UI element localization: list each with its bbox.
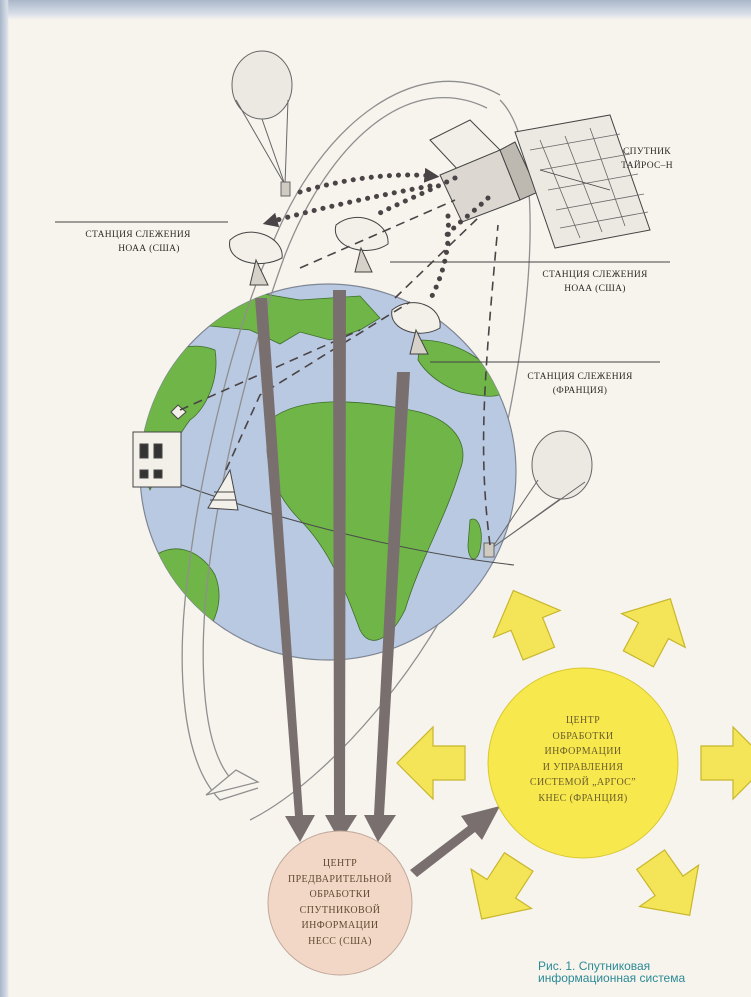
argos-text-line1: ЦЕНТР — [513, 713, 653, 729]
figure-caption-line2: информационная система — [538, 972, 751, 984]
argos-text-line6: КНЕС (ФРАНЦИЯ) — [513, 791, 653, 807]
label-station-left-line2: НОАА (США) — [80, 242, 218, 256]
argos-text-line5: СИСТЕМОЙ „АРГОС” — [513, 775, 653, 791]
weather-balloon-top — [232, 51, 292, 196]
label-satellite-line2: ТАЙРОС–Н — [602, 159, 692, 173]
argos-text-line3: ИНФОРМАЦИИ — [513, 744, 653, 760]
argos-text-line2: ОБРАБОТКИ — [513, 729, 653, 745]
antenna-left — [230, 232, 283, 285]
ness-text-line2: ПРЕДВАРИТЕЛЬНОЙ — [275, 872, 405, 888]
label-satellite: СПУТНИК ТАЙРОС–Н — [602, 145, 692, 173]
label-station-mid: СТАНЦИЯ СЛЕЖЕНИЯ НОАА (США) — [520, 268, 670, 296]
label-station-left-line1: СТАНЦИЯ СЛЕЖЕНИЯ — [58, 228, 218, 242]
earth-globe — [139, 284, 516, 660]
label-station-france-line2: (ФРАНЦИЯ) — [505, 384, 655, 398]
ness-center-text: ЦЕНТР ПРЕДВАРИТЕЛЬНОЙ ОБРАБОТКИ СПУТНИКО… — [275, 856, 405, 949]
ness-text-line4: СПУТНИКОВОЙ — [275, 903, 405, 919]
figure-caption: Рис. 1. Спутниковая информационная систе… — [538, 960, 751, 997]
satellite-tiros-n — [430, 115, 650, 248]
label-station-france: СТАНЦИЯ СЛЕЖЕНИЯ (ФРАНЦИЯ) — [505, 370, 655, 398]
label-station-france-line1: СТАНЦИЯ СЛЕЖЕНИЯ — [505, 370, 655, 384]
label-station-mid-line2: НОАА (США) — [520, 282, 670, 296]
ness-text-line3: ОБРАБОТКИ — [275, 887, 405, 903]
argos-center-text: ЦЕНТР ОБРАБОТКИ ИНФОРМАЦИИ И УПРАВЛЕНИЯ … — [513, 713, 653, 806]
arrow-ness-to-argos — [410, 806, 500, 877]
ness-text-line1: ЦЕНТР — [275, 856, 405, 872]
label-station-left: СТАНЦИЯ СЛЕЖЕНИЯ НОАА (США) — [58, 228, 218, 256]
argos-text-line4: И УПРАВЛЕНИЯ — [513, 760, 653, 776]
ness-text-line5: ИНФОРМАЦИИ — [275, 918, 405, 934]
antenna-mid — [335, 217, 388, 272]
label-satellite-line1: СПУТНИК — [602, 145, 692, 159]
label-station-mid-line1: СТАНЦИЯ СЛЕЖЕНИЯ — [520, 268, 670, 282]
orbit-arrowhead — [206, 770, 258, 795]
island-madagascar — [468, 519, 481, 559]
ness-text-line6: НЕСС (США) — [275, 934, 405, 950]
